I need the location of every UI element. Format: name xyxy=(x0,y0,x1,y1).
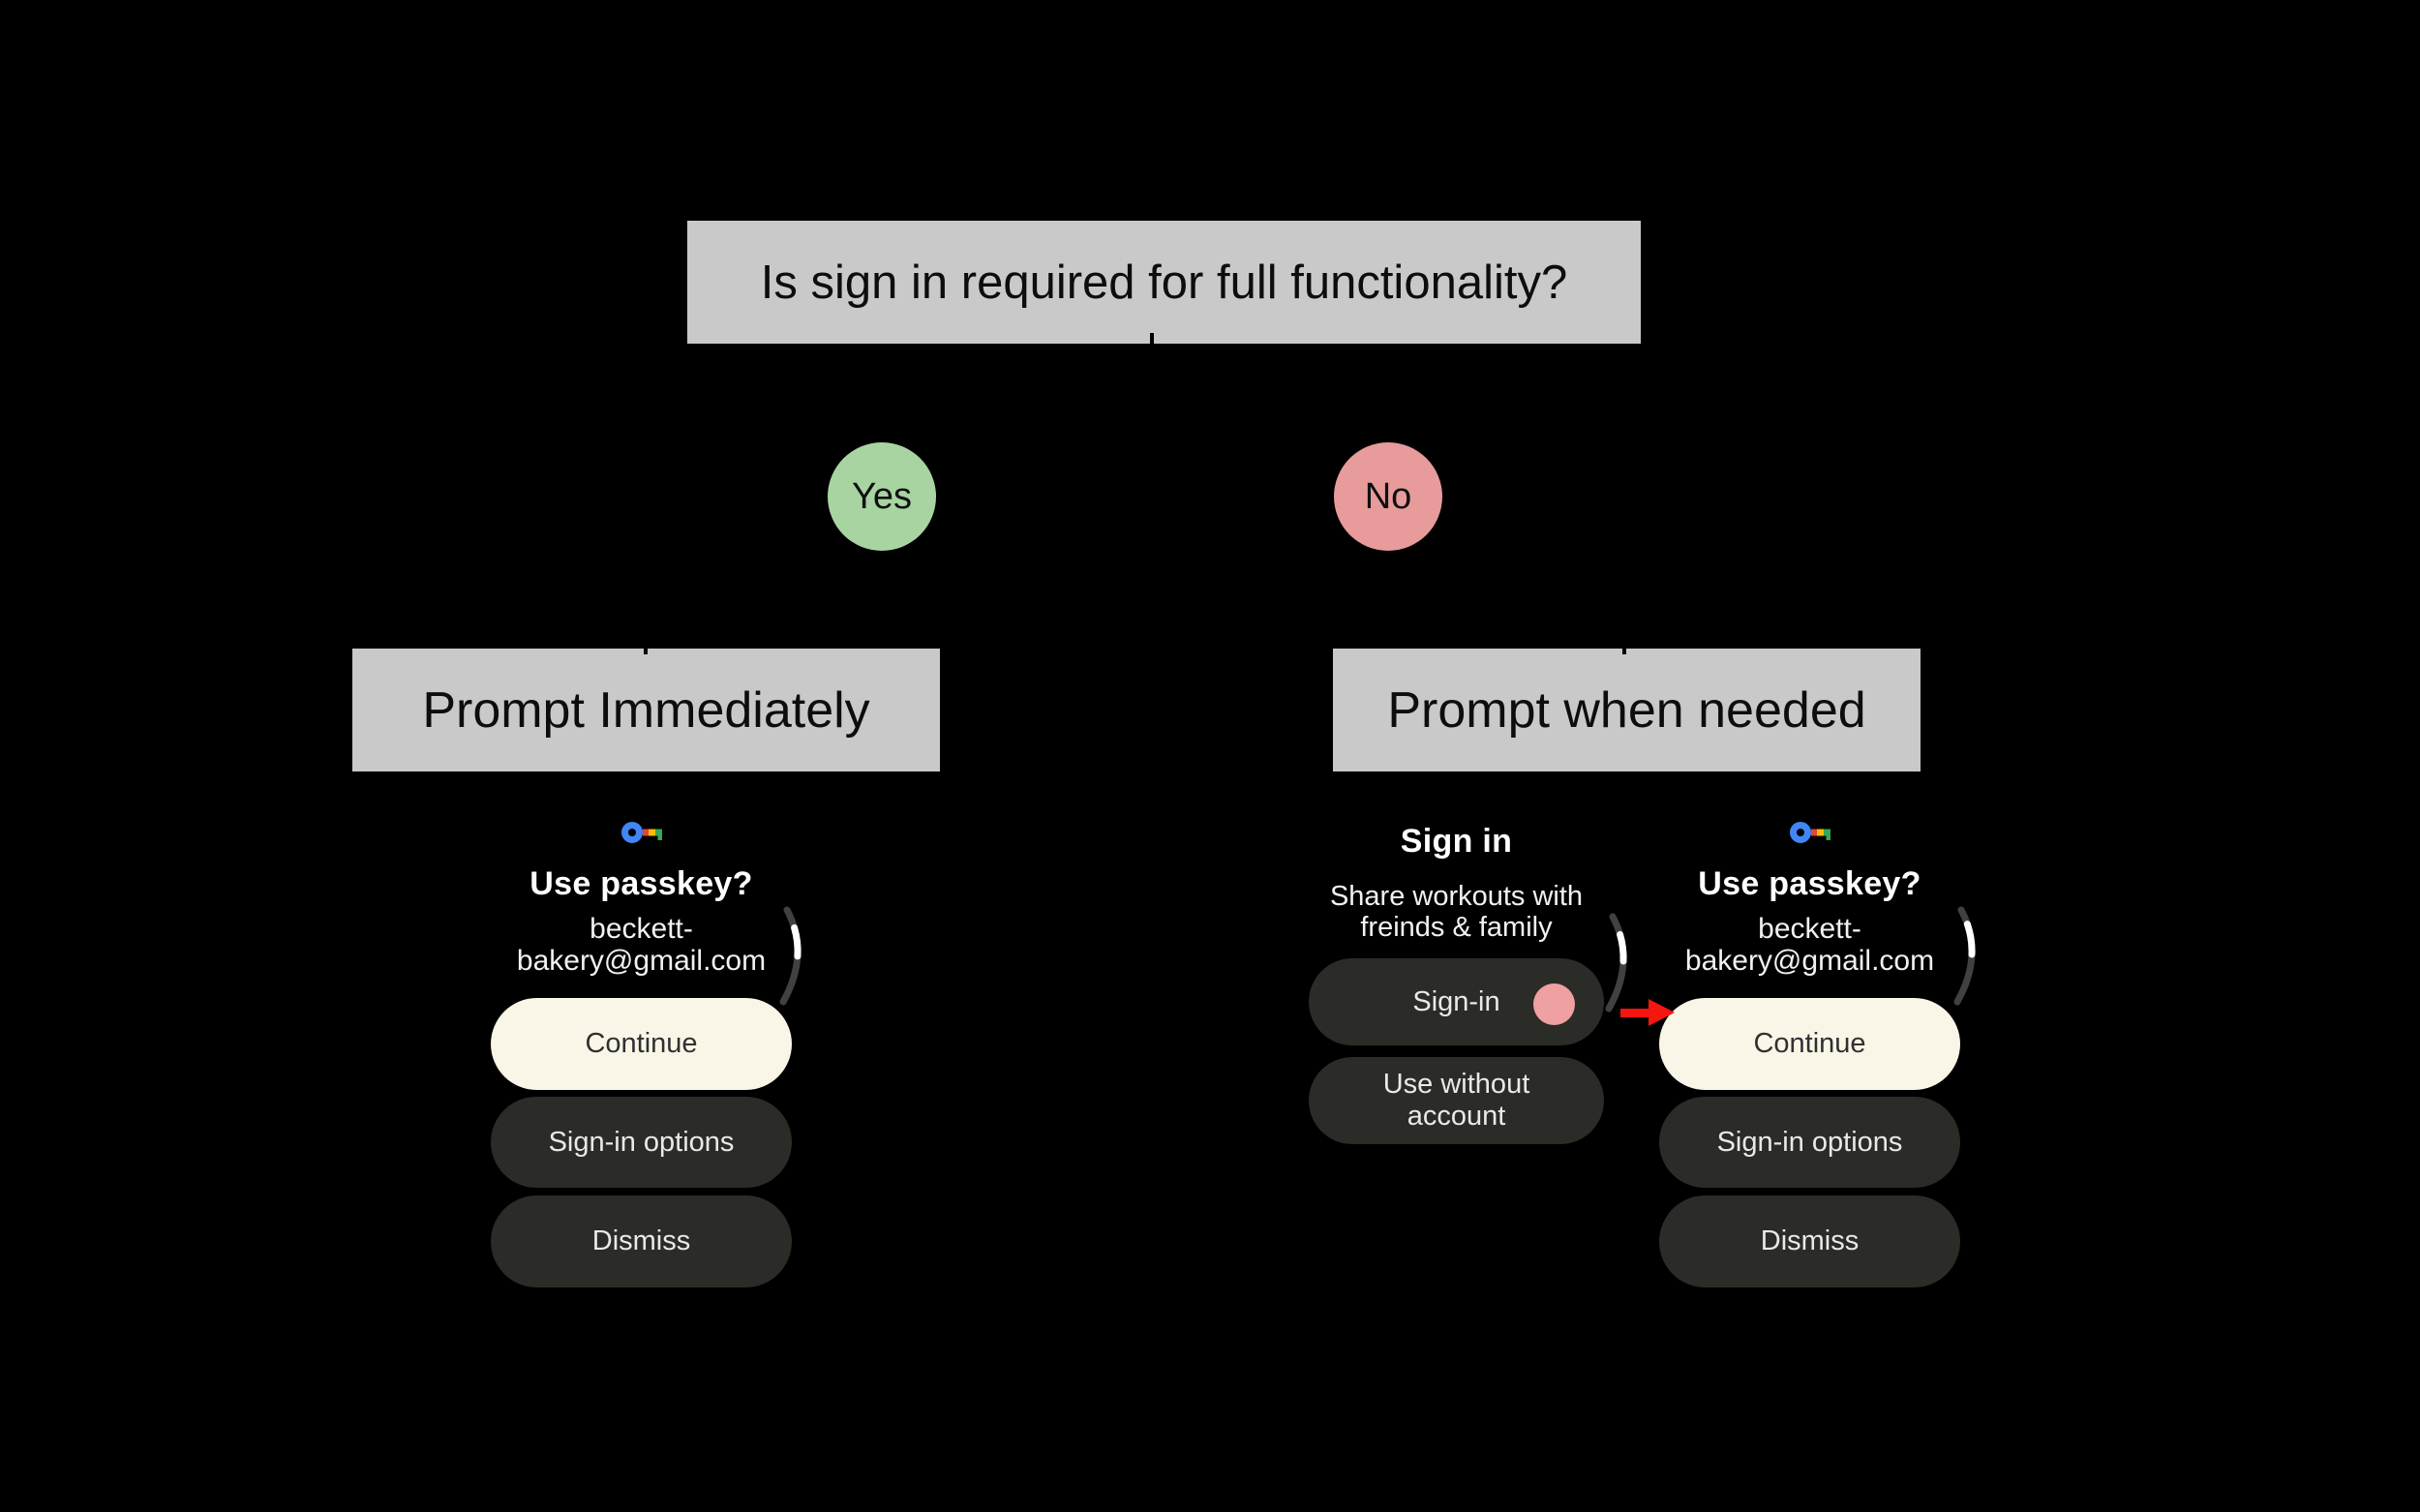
sign-in-title: Sign in xyxy=(1400,823,1513,860)
sign-in-screen: Sign in Share workouts with freinds & fa… xyxy=(1309,823,1627,1210)
connector-line xyxy=(1622,639,1626,654)
sign-in-button-label: Sign-in xyxy=(1412,985,1500,1017)
scroll-indicator[interactable] xyxy=(773,905,812,1007)
question-box: Is sign in required for full functionali… xyxy=(687,221,1641,344)
yes-node: Yes xyxy=(828,442,936,551)
scroll-indicator[interactable] xyxy=(1948,905,1986,1007)
use-without-account-button[interactable]: Use without account xyxy=(1309,1057,1604,1144)
no-label: No xyxy=(1364,475,1412,517)
prompt-when-needed-box: Prompt when needed xyxy=(1333,649,1921,771)
account-email-line1: beckett- xyxy=(1758,913,1861,945)
question-text: Is sign in required for full functionali… xyxy=(760,256,1568,309)
sign-in-subtitle-line2: freinds & family xyxy=(1360,912,1553,943)
flow-arrow-head xyxy=(1649,999,1675,1026)
passkey-screen-right: Use passkey? beckett- bakery@gmail.com C… xyxy=(1659,813,1976,1297)
sign-in-subtitle: Share workouts with freinds & family xyxy=(1283,881,1631,943)
connector-line xyxy=(644,639,648,654)
continue-button[interactable]: Continue xyxy=(491,998,792,1090)
prompt-when-needed-text: Prompt when needed xyxy=(1387,681,1866,739)
account-email: beckett- bakery@gmail.com xyxy=(468,913,816,977)
passkey-title: Use passkey? xyxy=(1698,865,1921,902)
flow-arrow-icon xyxy=(1620,999,1675,1026)
yes-label: Yes xyxy=(852,475,912,517)
flow-arrow-tail xyxy=(1620,1009,1653,1017)
passkey-key-icon xyxy=(620,822,662,843)
sign-in-subtitle-line1: Share workouts with xyxy=(1329,881,1584,912)
sign-in-options-button[interactable]: Sign-in options xyxy=(1659,1097,1960,1188)
account-email: beckett- bakery@gmail.com xyxy=(1636,913,1984,977)
use-without-account-line1: Use without xyxy=(1382,1069,1530,1100)
prompt-immediately-box: Prompt Immediately xyxy=(352,649,940,771)
dismiss-button[interactable]: Dismiss xyxy=(1659,1195,1960,1287)
sign-in-button[interactable]: Sign-in xyxy=(1309,958,1604,1045)
continue-button[interactable]: Continue xyxy=(1659,998,1960,1090)
prompt-immediately-text: Prompt Immediately xyxy=(422,681,870,739)
passkey-title: Use passkey? xyxy=(529,865,753,902)
passkey-screen-left: Use passkey? beckett- bakery@gmail.com C… xyxy=(491,813,802,1297)
scroll-indicator[interactable] xyxy=(1599,912,1638,1013)
dismiss-button[interactable]: Dismiss xyxy=(491,1195,792,1287)
account-email-line2: bakery@gmail.com xyxy=(1684,945,1935,977)
account-email-line2: bakery@gmail.com xyxy=(516,945,767,977)
tap-indicator-dot xyxy=(1533,983,1575,1025)
sign-in-options-button[interactable]: Sign-in options xyxy=(491,1097,792,1188)
passkey-key-icon xyxy=(1789,822,1830,843)
account-email-line1: beckett- xyxy=(590,913,693,945)
no-node: No xyxy=(1334,442,1442,551)
connector-line xyxy=(1150,333,1154,348)
use-without-account-line2: account xyxy=(1407,1101,1506,1132)
